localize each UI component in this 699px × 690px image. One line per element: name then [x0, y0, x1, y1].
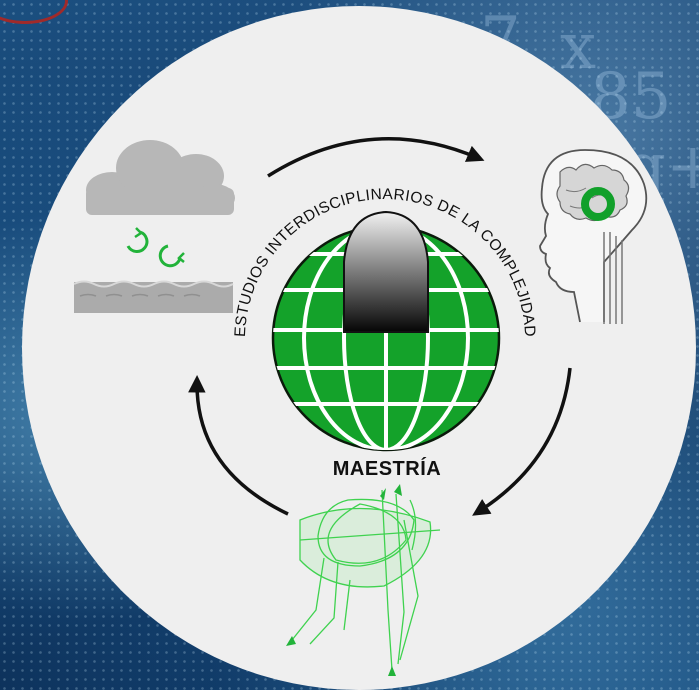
- arrow-left: [188, 375, 289, 516]
- cloud-ocean-icon: [73, 140, 235, 313]
- ocean-icon: [73, 280, 234, 313]
- logo-caption: MAESTRÍA: [332, 458, 442, 480]
- arrow-right: [472, 367, 572, 516]
- focus-ring-icon: [581, 187, 615, 221]
- brain-icon: [539, 149, 648, 324]
- arrow-top: [267, 137, 485, 178]
- globe-logo: ESTUDIOS INTERDISCIPLINARIOS DE LA COMPL…: [232, 186, 538, 452]
- strange-attractor-icon: [286, 484, 441, 676]
- cloud-icon: [86, 140, 235, 215]
- globe-cap: [343, 210, 429, 333]
- brain-stem: [603, 232, 623, 324]
- background-ghost-char: x: [560, 10, 597, 84]
- recycle-arrows-icon: [126, 227, 185, 268]
